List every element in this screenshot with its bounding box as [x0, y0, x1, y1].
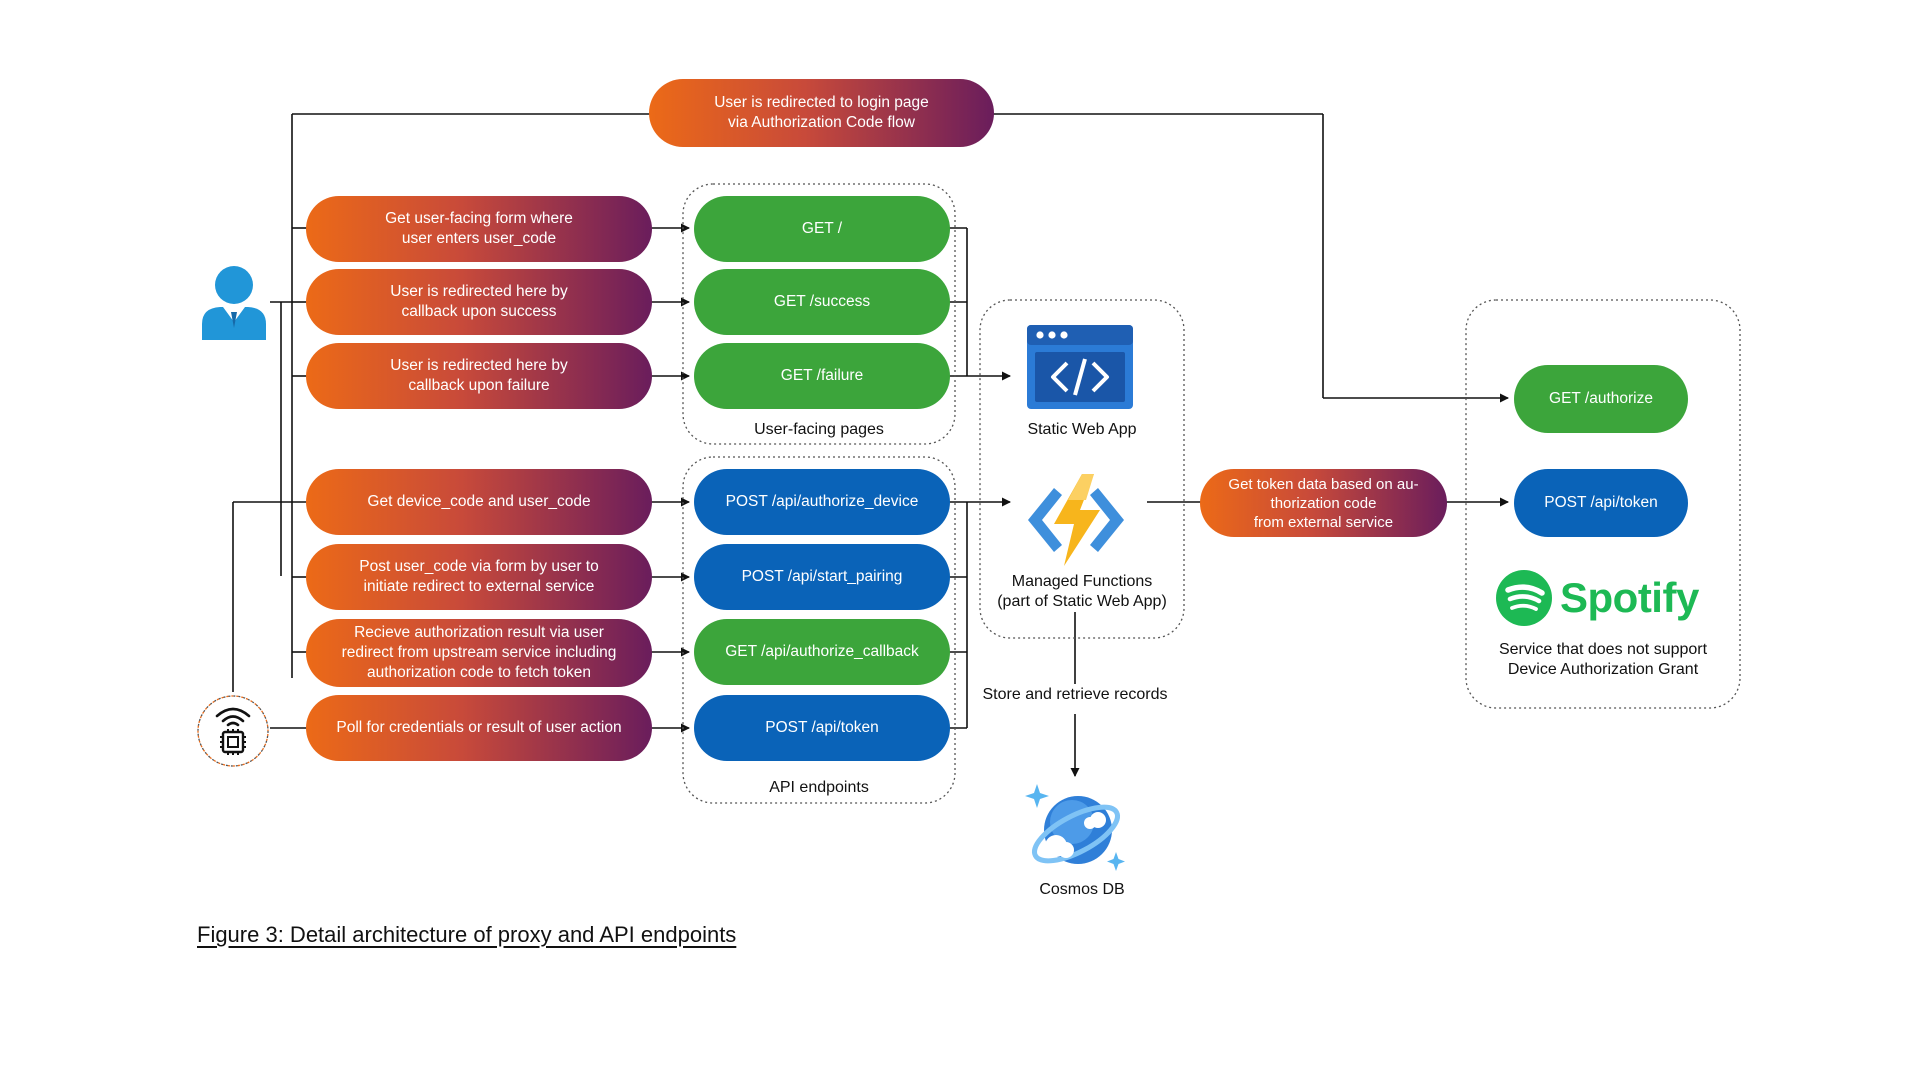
azure-functions-icon [1024, 474, 1128, 566]
route-get-authorize-callback: GET /api/authorize_callback [694, 619, 950, 685]
device-step-get-codes: Get device_code and user_code [306, 469, 652, 535]
user-facing-pages-label: User-facing pages [754, 421, 884, 438]
device-step-receive-auth: Recieve authorization result via user re… [306, 619, 652, 687]
login-redirect-step: User is redirected to login page via Aut… [649, 79, 994, 147]
device-step-post-user-code: Post user_code via form by user to initi… [306, 544, 652, 610]
spotify-icon [1496, 570, 1552, 626]
device-icon [213, 703, 253, 755]
route-get-root: GET / [694, 196, 950, 262]
api-endpoints-label: API endpoints [769, 779, 869, 796]
device-step-poll: Poll for credentials or result of user a… [306, 695, 652, 761]
external-route-authorize: GET /authorize [1514, 365, 1688, 433]
route-post-start-pairing: POST /api/start_pairing [694, 544, 950, 610]
external-route-token: POST /api/token [1514, 469, 1688, 537]
spotify-note: Service that does not support Device Aut… [1498, 641, 1708, 678]
static-web-app-label: Static Web App [1027, 421, 1137, 438]
store-records-label: Store and retrieve records [975, 685, 1175, 705]
spotify-wordmark: Spotify [1560, 574, 1699, 621]
token-exchange-step: Get token data based on au- thorization … [1200, 469, 1447, 537]
user-icon [199, 266, 269, 340]
managed-functions-label: Managed Functions (part of Static Web Ap… [997, 573, 1167, 610]
route-post-token: POST /api/token [694, 695, 950, 761]
route-get-failure: GET /failure [694, 343, 950, 409]
static-web-app-icon [1027, 325, 1133, 409]
user-step-form: Get user-facing form where user enters u… [306, 196, 652, 262]
figure-caption: Figure 3: Detail architecture of proxy a… [197, 922, 737, 947]
cosmos-db-label: Cosmos DB [1039, 881, 1125, 898]
user-step-success: User is redirected here by callback upon… [306, 269, 652, 335]
cosmos-db-icon [1024, 782, 1128, 878]
user-step-failure: User is redirected here by callback upon… [306, 343, 652, 409]
route-post-authorize-device: POST /api/authorize_device [694, 469, 950, 535]
route-get-success: GET /success [694, 269, 950, 335]
